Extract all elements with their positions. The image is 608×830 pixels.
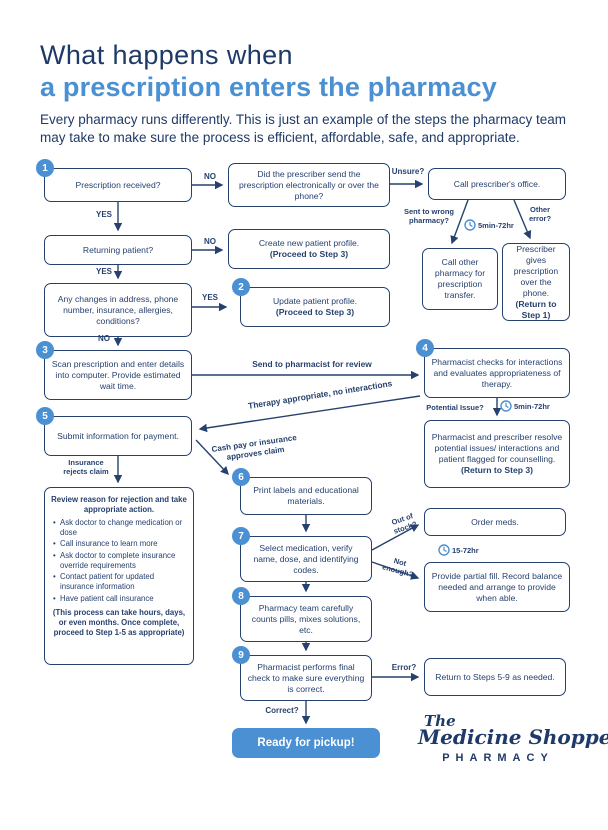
logo-pharmacy-word: PHARMACY — [442, 752, 554, 764]
node-submit-payment: Submit information for payment. — [44, 416, 192, 456]
node-text: Pharmacist performs final check to make … — [247, 661, 365, 694]
node-text: Create new patient profile. — [258, 238, 360, 248]
rejection-bullet: Ask doctor to complete insurance overrid… — [53, 551, 187, 571]
node-note: (Return to Step 3) — [460, 465, 534, 475]
node-note: (Return to Step 1) — [515, 298, 557, 320]
edge-label-no: NO — [98, 334, 110, 343]
node-text: Prescriber gives prescription over the p… — [513, 243, 559, 298]
rejection-bullet: Have patient call insurance — [53, 594, 187, 604]
node-text: Call other pharmacy for prescription tra… — [434, 257, 486, 300]
page-title-line1: What happens when — [40, 40, 293, 70]
node-text: Submit information for payment. — [57, 430, 179, 441]
rejection-bullet: Contact patient for updated insurance in… — [53, 572, 187, 592]
step-circle-6: 6 — [232, 468, 250, 486]
clock-transfer: 5min-72hr — [464, 219, 514, 231]
edge-label-sent-wrong: Sent to wrong pharmacy? — [404, 207, 454, 225]
edge-label-unsure: Unsure? — [391, 167, 425, 176]
edge-label-yes: YES — [95, 267, 112, 276]
step-circle-7: 7 — [232, 527, 250, 545]
node-text: Any changes in address, phone number, in… — [57, 293, 179, 326]
step-circle-2: 2 — [232, 278, 250, 296]
edge-label-no: NO — [204, 237, 216, 246]
clock-icon — [438, 544, 450, 556]
node-text: Provide partial fill. Record balance nee… — [431, 570, 563, 603]
rejection-bullet: Call insurance to learn more — [53, 539, 187, 549]
page-title-line2: a prescription enters the pharmacy — [40, 72, 497, 102]
step-circle-8: 8 — [232, 587, 250, 605]
edge-label-yes: YES — [201, 293, 218, 302]
node-text: Did the prescriber send the prescription… — [239, 168, 379, 201]
clock-time: 5min-72hr — [514, 401, 550, 411]
clock-time: 15-72hr — [452, 545, 479, 555]
clock-partial: 15-72hr — [438, 544, 479, 556]
node-resolve-issues: Pharmacist and prescriber resolve potent… — [424, 420, 570, 488]
edge-label-insurance-rejects: Insurance rejects claim — [63, 458, 109, 476]
node-any-changes: Any changes in address, phone number, in… — [44, 283, 192, 337]
rejection-bullet-list: Ask doctor to change medication or dose … — [51, 518, 187, 605]
edge-label-correct: Correct? — [265, 706, 299, 715]
node-create-profile: Create new patient profile. (Proceed to … — [228, 229, 390, 269]
step-circle-3: 3 — [36, 341, 54, 359]
node-final-check: Pharmacist performs final check to make … — [240, 655, 372, 701]
rejection-note: (This process can take hours, days, or e… — [52, 608, 186, 638]
node-text: Prescription received? — [75, 179, 161, 190]
node-text: Pharmacist and prescriber resolve potent… — [431, 432, 563, 464]
clock-icon — [500, 400, 512, 412]
node-order-meds: Order meds. — [424, 508, 566, 536]
step-circle-5: 5 — [36, 407, 54, 425]
node-text: Return to Steps 5-9 as needed. — [435, 671, 555, 682]
logo-name-main: Medicine Shoppe — [418, 725, 608, 749]
node-prescriber-send: Did the prescriber send the prescription… — [228, 163, 390, 207]
node-pharmacist-checks: Pharmacist checks for interactions and e… — [424, 348, 570, 398]
node-text: Scan prescription and enter details into… — [51, 358, 185, 391]
page-subtitle: Every pharmacy runs differently. This is… — [40, 112, 566, 146]
node-print-labels: Print labels and educational materials. — [240, 477, 372, 515]
node-return-steps: Return to Steps 5-9 as needed. — [424, 658, 566, 696]
node-counts-pills: Pharmacy team carefully counts pills, mi… — [240, 596, 372, 642]
node-call-other-pharmacy: Call other pharmacy for prescription tra… — [422, 248, 498, 310]
node-text: Pharmacist checks for interactions and e… — [431, 356, 563, 389]
edge-label-no: NO — [204, 172, 216, 181]
clock-issue: 5min-72hr — [500, 400, 550, 412]
node-prescriber-gives: Prescriber gives prescription over the p… — [502, 243, 570, 321]
rejection-bullet: Ask doctor to change medication or dose — [53, 518, 187, 538]
edge-label-send-review: Send to pharmacist for review — [252, 359, 372, 369]
node-update-profile: Update patient profile. (Proceed to Step… — [240, 287, 390, 327]
edge-label-potential-issue: Potential Issue? — [426, 403, 484, 412]
node-rejection-review: Review reason for rejection and take app… — [44, 487, 194, 665]
node-prescription-received: Prescription received? — [44, 168, 192, 202]
rejection-intro: Review reason for rejection and take app… — [51, 495, 187, 514]
node-scan-prescription: Scan prescription and enter details into… — [44, 350, 192, 400]
logo-name-text: Medicine Shoppe® — [418, 725, 608, 749]
clock-icon — [464, 219, 476, 231]
logo-the-text: The — [424, 712, 456, 730]
node-note: (Proceed to Step 3) — [275, 307, 355, 317]
edge-label-yes: YES — [95, 210, 112, 219]
step-circle-1: 1 — [36, 159, 54, 177]
node-text: Order meds. — [471, 516, 519, 527]
step-circle-4: 4 — [416, 339, 434, 357]
edge-label-other-error: Other error? — [528, 205, 552, 223]
node-text: Pharmacy team carefully counts pills, mi… — [251, 602, 361, 635]
edge-label-error: Error? — [391, 663, 417, 672]
node-text: Print labels and educational materials. — [253, 485, 359, 506]
node-select-medication: Select medication, verify name, dose, an… — [240, 536, 372, 582]
pharmacy-logo: The Medicine Shoppe® PHARMACY — [418, 712, 608, 764]
node-text: Select medication, verify name, dose, an… — [253, 542, 359, 575]
node-call-prescriber: Call prescriber's office. — [428, 168, 566, 200]
clock-time: 5min-72hr — [478, 220, 514, 230]
node-text: Call prescriber's office. — [453, 178, 541, 189]
step-circle-9: 9 — [232, 646, 250, 664]
ready-for-pickup-badge: Ready for pickup! — [232, 728, 380, 758]
node-text: Update patient profile. — [272, 296, 358, 306]
node-partial-fill: Provide partial fill. Record balance nee… — [424, 562, 570, 612]
node-text: Returning patient? — [82, 244, 154, 255]
node-returning-patient: Returning patient? — [44, 235, 192, 265]
node-note: (Proceed to Step 3) — [269, 249, 349, 259]
